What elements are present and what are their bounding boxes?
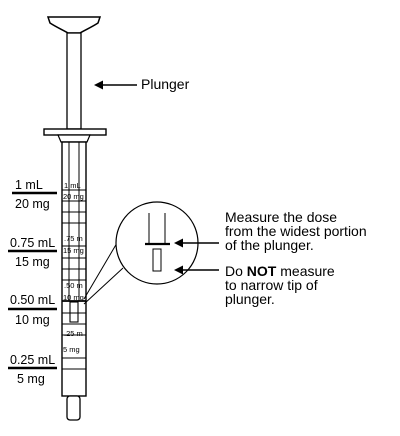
plunger-narrow-tip [69,301,79,323]
donot-arrowhead [174,265,183,275]
dose-050ml-mass: 10 mg [15,313,50,327]
dose-075ml-volume: 0.75 mL [10,236,55,250]
plunger-thumb-press [46,16,102,34]
donot-text-line2: to narrow tip of [225,277,318,293]
dose-1ml-mass: 20 mg [15,197,50,211]
zoom-guide-lower [83,267,124,305]
plunger-arrowhead [94,80,103,90]
barrel-graduations [62,189,86,370]
barrel-mark-025ml: .25 m [64,329,83,338]
measure-text-line2: from the widest portion [225,223,367,239]
dose-label-050ml: 0.50 mL 10 mg [8,293,57,327]
donot-text-line1: Do NOT measure [225,263,335,279]
plunger-label: Plunger [141,76,190,92]
flange-collar [57,134,91,143]
barrel-mark-10mg: 10 mg [63,293,84,302]
dose-050ml-volume: 0.50 mL [10,293,55,307]
plunger-rod [66,32,82,130]
dose-label-025ml: 0.25 mL 5 mg [8,353,57,386]
barrel-mark-15mg: 15 mg [63,246,84,255]
barrel-mark-20mg: 20 mg [63,192,84,201]
donot-text-line3: plunger. [225,291,275,307]
barrel-mark-050ml: .50 m [64,281,83,290]
measure-text-line1: Measure the dose [225,209,337,225]
barrel-mark-1ml: 1 mL [64,181,81,190]
measure-text-line3: of the plunger. [225,237,314,253]
donot-emphasis: NOT [247,263,277,279]
barrel-mark-075ml: .75 m [64,234,83,243]
dose-025ml-volume: 0.25 mL [10,353,55,367]
syringe-tip [66,395,81,421]
barrel-flange [43,128,107,136]
dose-075ml-mass: 15 mg [15,255,50,269]
dose-label-1ml: 1 mL 20 mg [12,178,57,211]
dose-025ml-mass: 5 mg [17,372,45,386]
dose-label-075ml: 0.75 mL 15 mg [8,236,57,269]
donot-suffix: measure [276,263,335,279]
donot-prefix: Do [225,263,247,279]
barrel-mark-5mg: 5 mg [63,345,80,354]
zoom-narrow-tip [152,248,162,272]
measure-arrowhead [174,238,183,248]
dose-1ml-volume: 1 mL [15,178,43,192]
